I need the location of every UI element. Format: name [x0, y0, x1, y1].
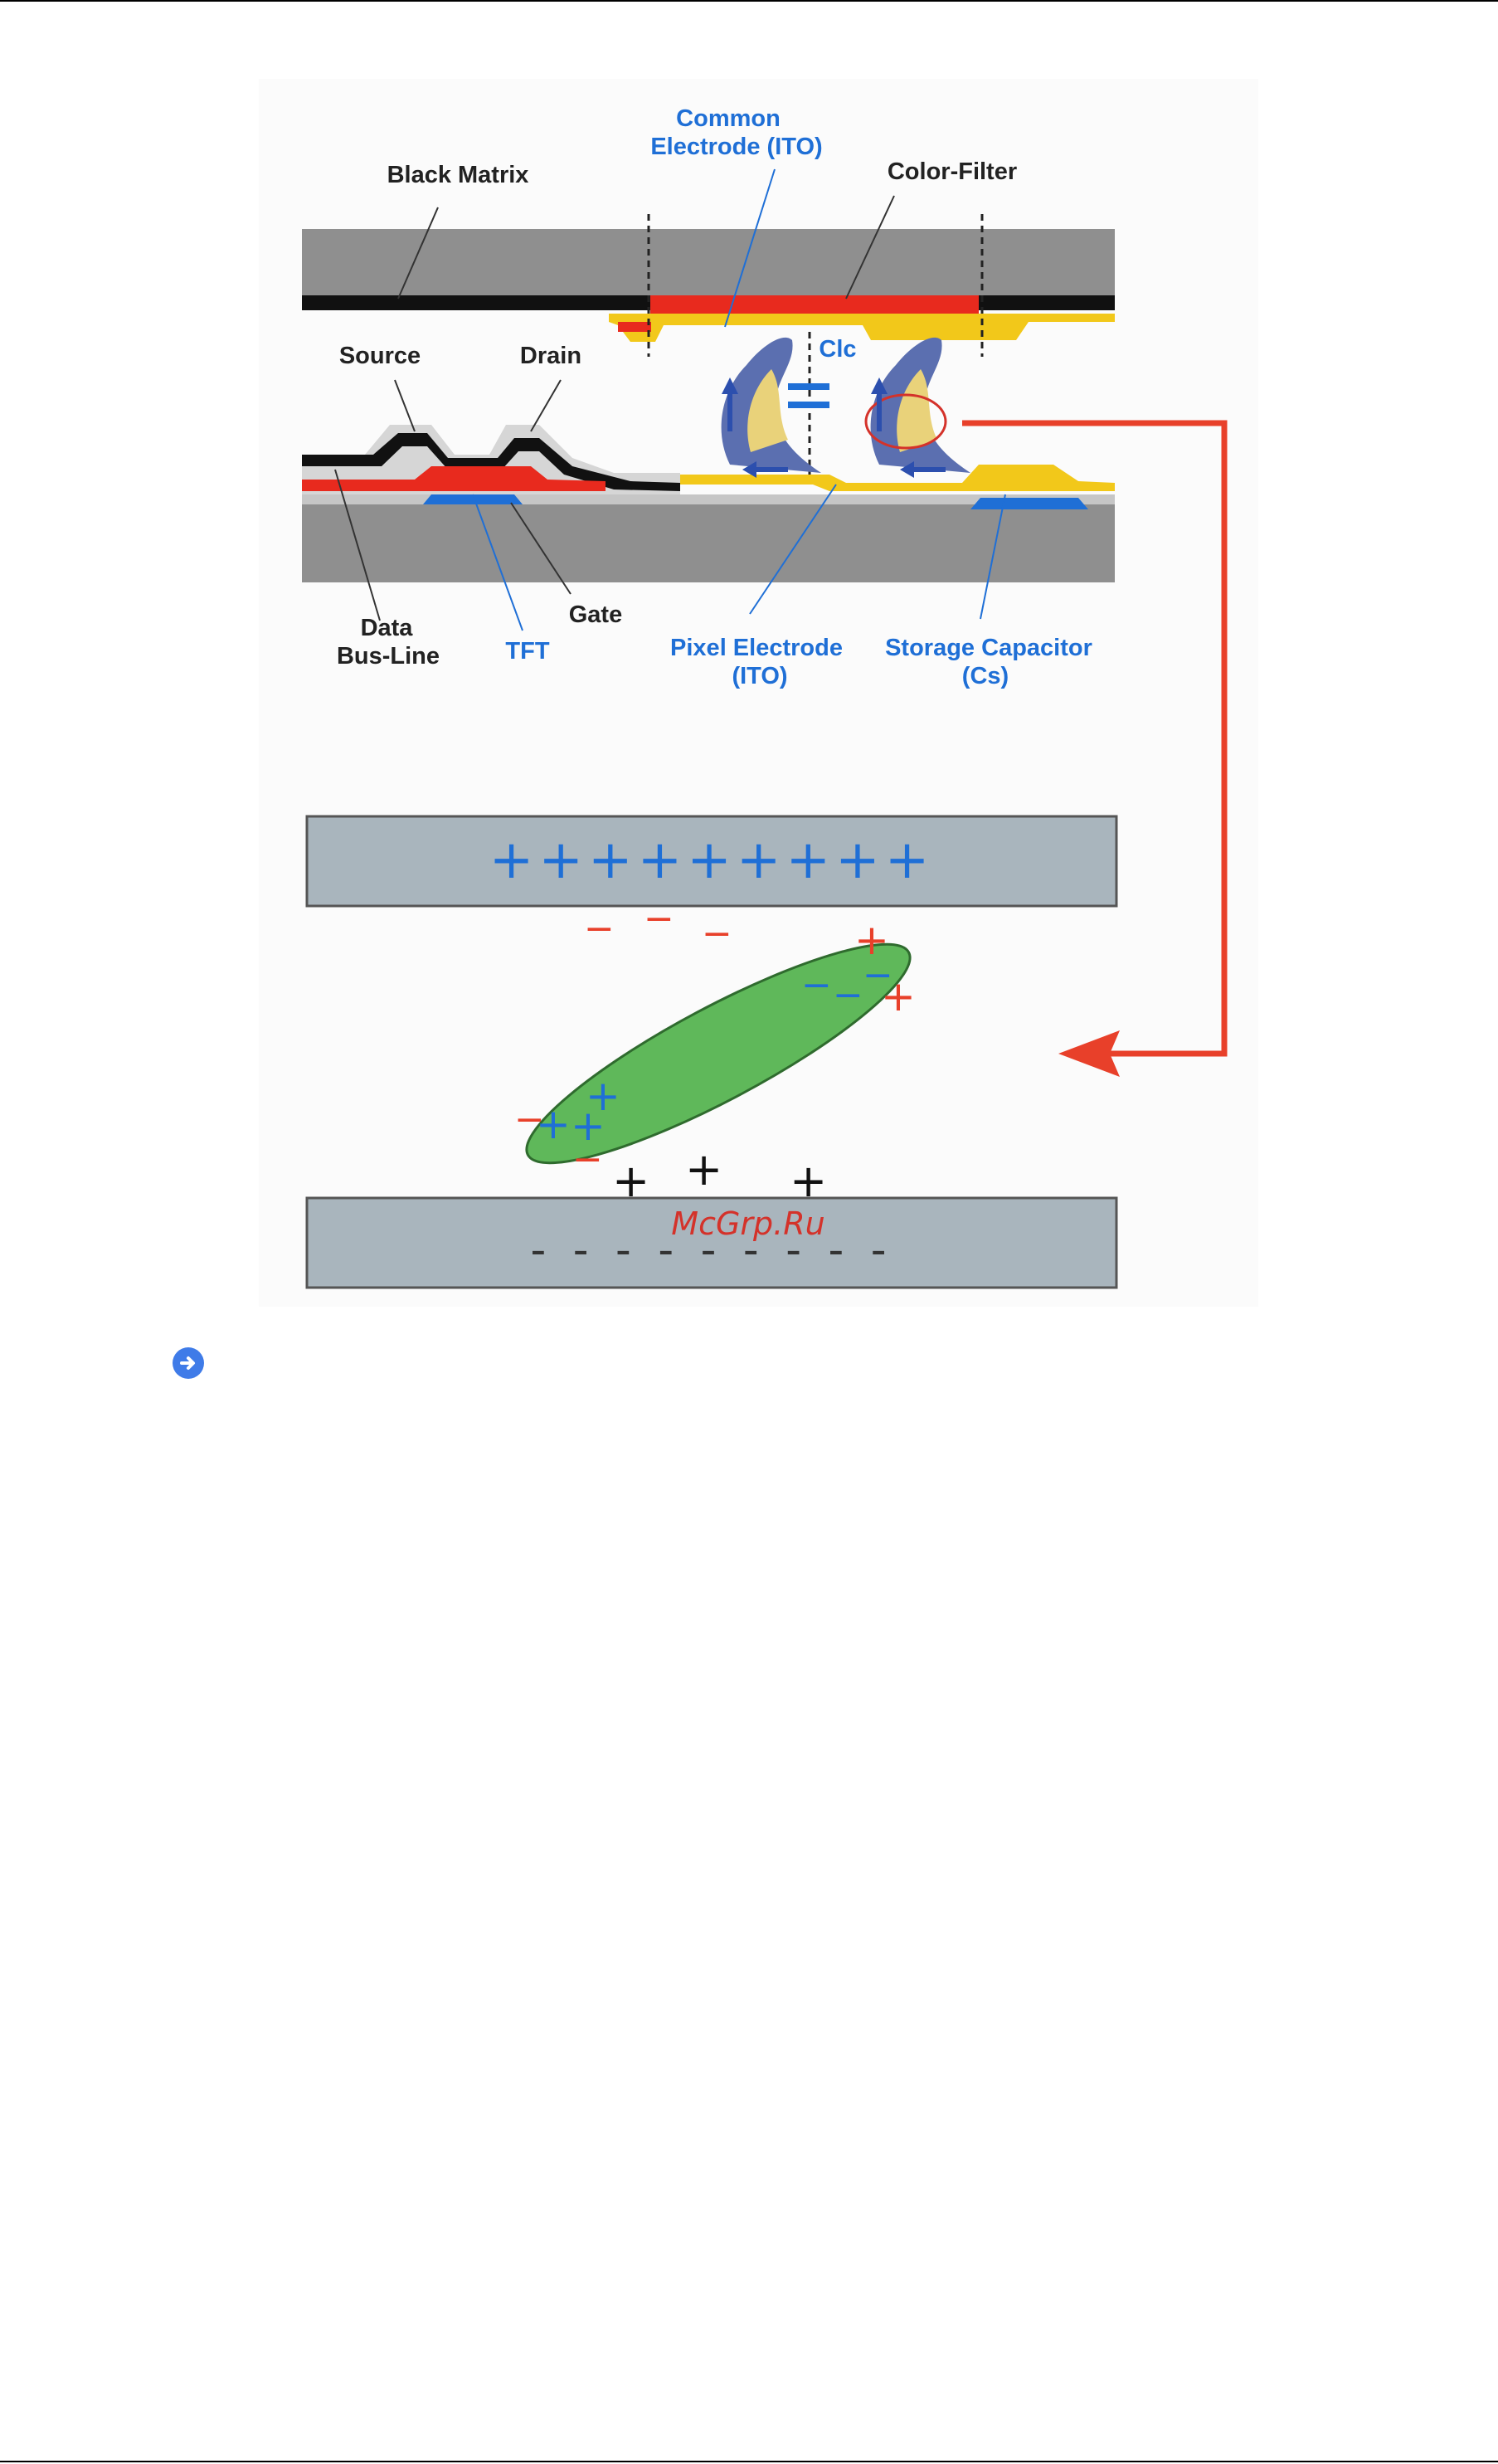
bottom-rule — [0, 2461, 1498, 2462]
svg-text:+: + — [790, 1155, 827, 1207]
svg-text:−: − — [863, 954, 893, 996]
clc-capacitor-plate-top — [788, 383, 829, 390]
black-matrix-right — [979, 295, 1115, 310]
label-storage-capacitor-1: Storage Capacitor — [885, 635, 1092, 661]
svg-text:−: − — [801, 964, 832, 1006]
label-drain: Drain — [520, 343, 581, 369]
watermark: McGrp.Ru — [671, 1205, 824, 1242]
arrow-right-circle-icon[interactable] — [173, 1347, 204, 1379]
storage-capacitor-electrode — [970, 498, 1088, 509]
label-black-matrix: Black Matrix — [387, 162, 529, 188]
clc-capacitor-plate-bottom — [788, 402, 829, 408]
svg-text:−: − — [702, 913, 732, 955]
svg-text:−: − — [584, 908, 615, 950]
label-clc: Clc — [819, 336, 856, 363]
label-tft: TFT — [505, 638, 549, 665]
svg-text:+: + — [685, 1143, 722, 1195]
label-data-bus-line-2: Bus-Line — [337, 643, 440, 670]
upper-plate-charges: +++++++++ — [489, 830, 935, 891]
label-pixel-electrode-2: (ITO) — [732, 663, 787, 689]
label-common-electrode-1: Common — [676, 105, 781, 132]
svg-text:+: + — [612, 1155, 649, 1207]
label-source: Source — [339, 343, 421, 369]
arrow-right-glyph — [173, 1347, 204, 1379]
svg-text:+: + — [586, 1072, 620, 1120]
color-filter-edge — [618, 322, 651, 332]
svg-text:−: − — [644, 898, 674, 940]
label-common-electrode-2: Electrode (ITO) — [650, 134, 822, 160]
label-data-bus-line-1: Data — [361, 615, 414, 641]
svg-text:−: − — [833, 974, 863, 1016]
lower-glass-substrate — [302, 503, 1115, 582]
label-color-filter: Color-Filter — [888, 158, 1017, 185]
black-matrix — [302, 295, 650, 310]
label-gate: Gate — [569, 601, 622, 628]
label-pixel-electrode-1: Pixel Electrode — [670, 635, 843, 661]
label-storage-capacitor-2: (Cs) — [962, 663, 1009, 689]
svg-text:+: + — [536, 1100, 571, 1148]
color-filter — [650, 295, 979, 314]
lcd-cell-diagram: Common Electrode (ITO) Black Matrix Colo… — [0, 0, 1498, 1327]
